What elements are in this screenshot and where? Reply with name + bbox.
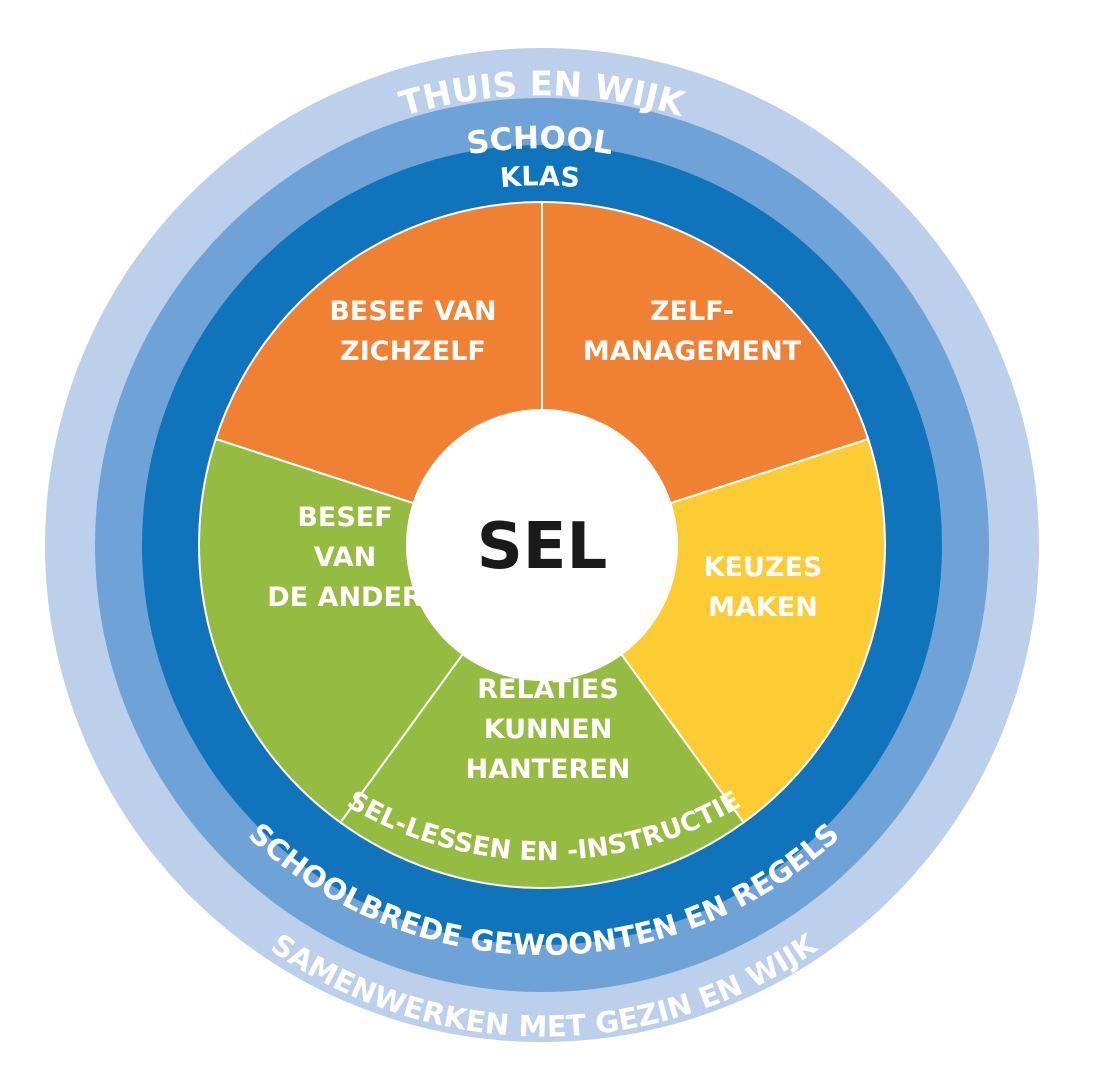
segment-label-keuzes-maken: KEUZES MAKEN — [704, 552, 823, 623]
segment-label-line: MAKEN — [708, 592, 818, 623]
ring-inner-top-label: KLAS — [499, 161, 581, 194]
segment-labels: BESEF VAN ZICHZELF ZELF- MANAGEMENT KEUZES MA… — [267, 296, 822, 785]
svg-text:KLAS: KLAS — [499, 161, 581, 194]
center-circle — [406, 409, 678, 681]
segment-relaties-kunnen-hanteren — [338, 543, 746, 889]
segment-label-besef-van-zichzelf: BESEF VAN ZICHZELF — [329, 296, 496, 367]
segment-label-line: BESEF — [297, 502, 392, 533]
segment-label-line: RELATIES — [477, 674, 619, 705]
segment-label-zelf-management: ZELF- MANAGEMENT — [583, 296, 802, 367]
segment-label-line: ZICHZELF — [340, 336, 486, 367]
segment-label-line: KUNNEN — [484, 714, 613, 745]
segment-label-besef-van-de-ander: BESEF VAN DE ANDER — [267, 502, 423, 613]
center-label: SEL — [477, 510, 608, 584]
segment-label-line: BESEF VAN — [329, 296, 496, 327]
segment-label-line: DE ANDER — [267, 582, 423, 613]
segment-label-line: VAN — [314, 542, 377, 573]
segment-label-line: MANAGEMENT — [583, 336, 802, 367]
segment-label-line: ZELF- — [650, 296, 734, 327]
segment-label-line: HANTEREN — [466, 754, 631, 785]
segment-label-relaties-kunnen-hanteren: RELATIES KUNNEN HANTEREN — [466, 674, 631, 785]
segment-label-line: KEUZES — [704, 552, 823, 583]
